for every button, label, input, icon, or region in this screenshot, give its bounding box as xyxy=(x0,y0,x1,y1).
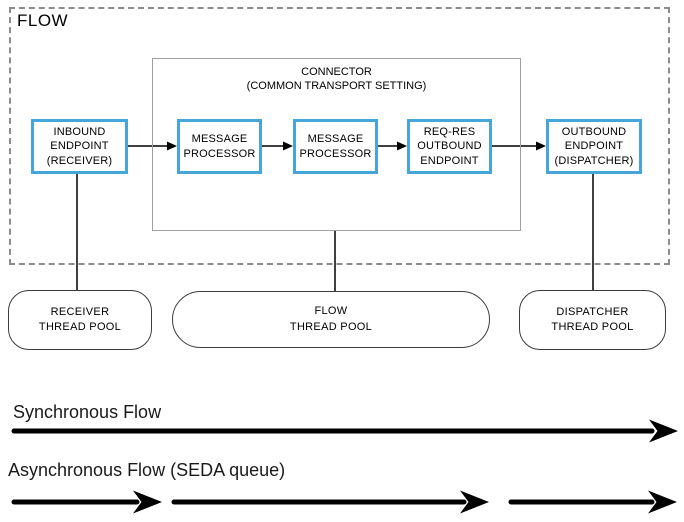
node-message-processor-1: MESSAGE PROCESSOR xyxy=(177,119,262,174)
node-req-res-outbound-endpoint: REQ-RES OUTBOUND ENDPOINT xyxy=(407,119,492,174)
dispatcher-thread-pool: DISPATCHER THREAD POOL xyxy=(519,290,666,350)
flow-thread-pool: FLOW THREAD POOL xyxy=(172,291,490,348)
arrow-processor2-to-reqres xyxy=(378,141,407,151)
arrow-reqres-to-outbound xyxy=(492,141,546,151)
node-outbound-endpoint: OUTBOUND ENDPOINT (DISPATCHER) xyxy=(546,119,642,174)
asynchronous-flow-arrow-segment-1 xyxy=(11,490,162,514)
connector-label: CONNECTOR (COMMON TRANSPORT SETTING) xyxy=(246,66,427,93)
receiver-thread-pool: RECEIVER THREAD POOL xyxy=(8,290,152,350)
asynchronous-flow-arrow-segment-2 xyxy=(171,490,489,514)
asynchronous-flow-label: Asynchronous Flow (SEDA queue) xyxy=(8,460,286,480)
arrow-inbound-to-processor1 xyxy=(128,141,177,151)
synchronous-flow-label: Synchronous Flow xyxy=(13,402,162,422)
flow-container-box xyxy=(9,7,670,265)
node-message-processor-2: MESSAGE PROCESSOR xyxy=(293,119,378,174)
flow-title: FLOW xyxy=(17,11,69,30)
arrow-processor1-to-processor2 xyxy=(262,141,293,151)
connector-box: CONNECTOR (COMMON TRANSPORT SETTING) xyxy=(152,58,521,231)
node-inbound-endpoint: INBOUND ENDPOINT (RECEIVER) xyxy=(31,119,128,174)
asynchronous-flow-arrow-segment-3 xyxy=(508,490,677,514)
synchronous-flow-arrow xyxy=(11,419,678,443)
